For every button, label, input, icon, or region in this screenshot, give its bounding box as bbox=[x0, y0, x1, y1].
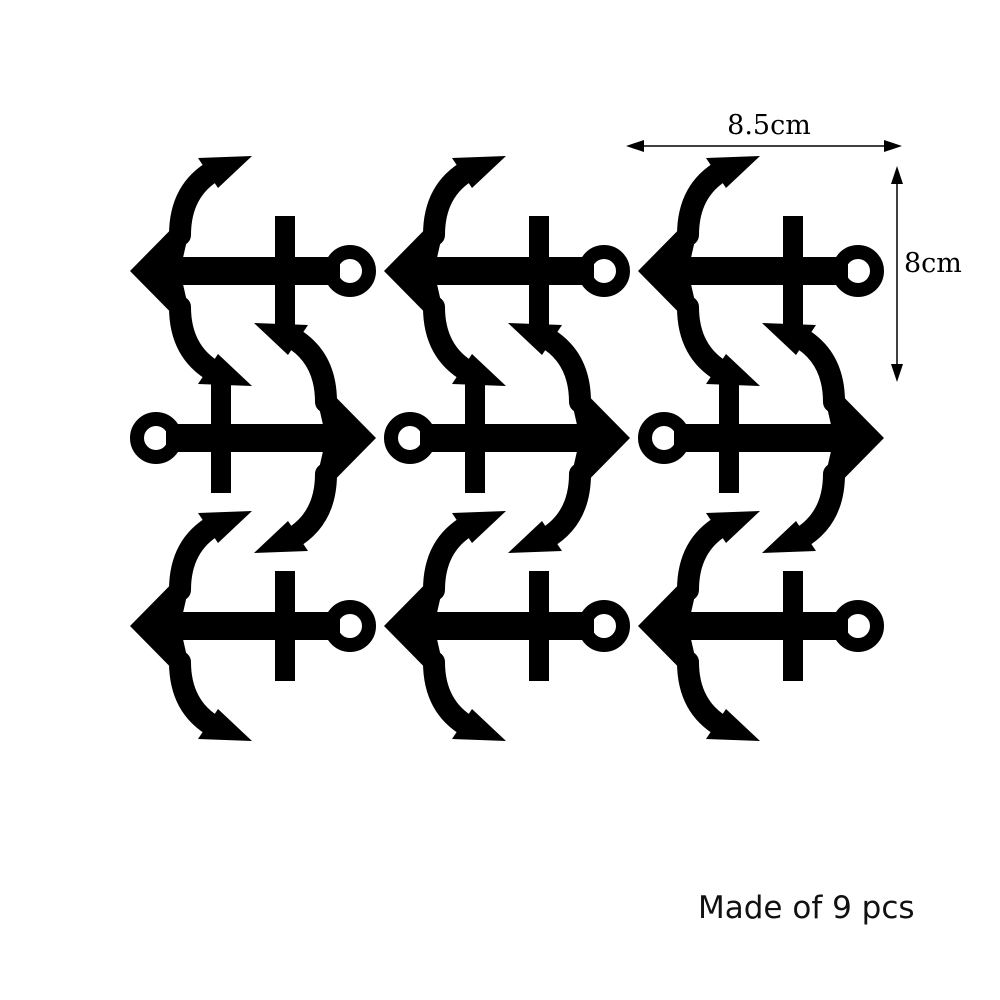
anchor-icon bbox=[638, 511, 877, 741]
anchor-icon bbox=[384, 511, 623, 741]
anchor-icon bbox=[130, 511, 369, 741]
height-label: 8cm bbox=[904, 248, 962, 279]
width-dimension: 8.5cm bbox=[626, 110, 902, 152]
piece-count-caption: Made of 9 pcs bbox=[698, 890, 915, 926]
anchor-icon bbox=[137, 323, 376, 553]
anchor-icon bbox=[130, 156, 369, 386]
anchor-icon bbox=[645, 323, 884, 553]
anchor-icon bbox=[638, 156, 877, 386]
height-dimension: 8cm bbox=[891, 166, 962, 382]
width-label: 8.5cm bbox=[727, 110, 811, 141]
anchor-icon bbox=[384, 156, 623, 386]
anchor-icon bbox=[391, 323, 630, 553]
